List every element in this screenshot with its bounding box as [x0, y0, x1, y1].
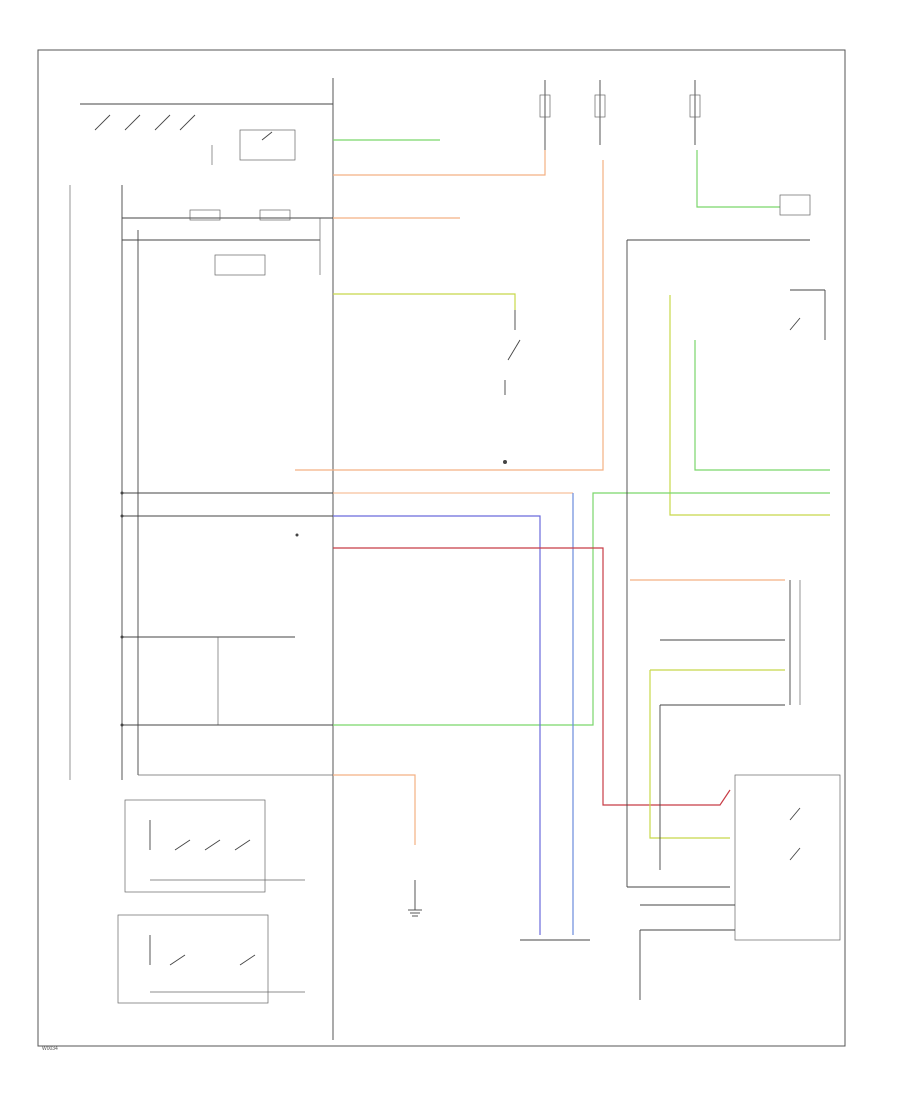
wire-green-fuse3	[696, 150, 780, 208]
grounds	[295, 460, 590, 941]
left-feeds	[120, 209, 333, 727]
diagram-frame	[37, 49, 846, 1047]
wire-orange-fuse	[333, 150, 546, 176]
wires	[295, 139, 830, 935]
wire-green-long	[333, 492, 830, 726]
wire-blue-1	[333, 515, 541, 935]
wire-red	[333, 547, 731, 806]
right-components	[626, 194, 841, 1000]
wire-yellow-green-right	[669, 295, 830, 516]
wire-yellow-green-brake	[333, 293, 516, 310]
main-bus	[69, 78, 334, 1040]
wire-yellow-green-lower-2	[649, 670, 730, 839]
wire-green-right	[694, 340, 830, 471]
wire-orange-long	[295, 160, 604, 471]
multifunction-switch	[80, 103, 333, 165]
top-fuses	[539, 80, 701, 175]
lower-left-relays	[117, 799, 305, 1004]
footer-code: W0034	[42, 1046, 58, 1052]
wire-orange-ground	[333, 774, 416, 845]
brake-switch	[504, 310, 521, 395]
